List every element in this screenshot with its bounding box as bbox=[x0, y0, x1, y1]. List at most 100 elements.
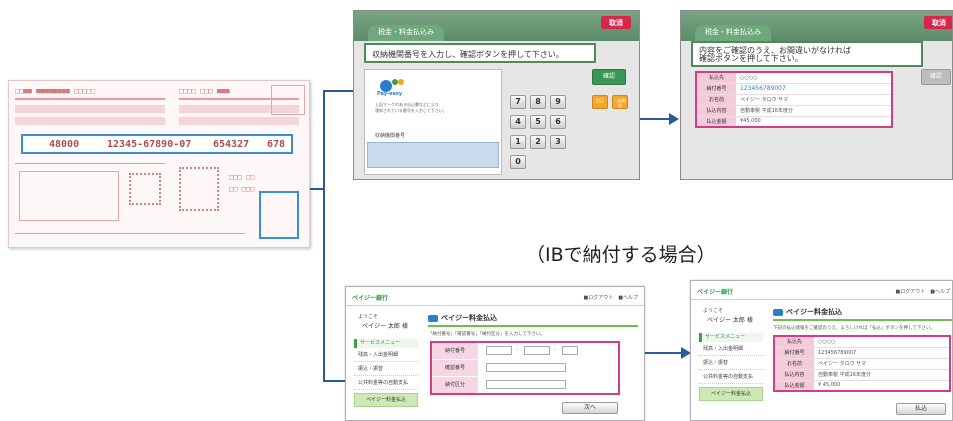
menu-item-auto-pay[interactable]: 公共料金等の自動支払 bbox=[699, 371, 763, 384]
slip-rule bbox=[179, 98, 299, 100]
menu-item-auto-pay[interactable]: 公共料金等の自動支払 bbox=[354, 377, 418, 390]
menu-item-payeasy[interactable]: ペイジー料金払込 bbox=[354, 393, 418, 407]
atm-info-line: 通知されている番号を入力して下さい。 bbox=[375, 108, 447, 113]
page-title-text: ペイジー料金払込 bbox=[441, 314, 497, 322]
row-label: お名前 bbox=[696, 94, 736, 106]
connector-line bbox=[642, 352, 682, 354]
slip-header-text-right: □□□□ □□□ ■■■ bbox=[179, 87, 230, 95]
keypad-3[interactable]: 3 bbox=[550, 135, 566, 149]
clear-all-button[interactable]: 一括取消 bbox=[612, 95, 628, 109]
slip-field-row bbox=[179, 105, 299, 113]
keypad-0[interactable]: 0 bbox=[510, 155, 526, 169]
keypad-5[interactable]: 5 bbox=[530, 115, 546, 129]
row-label: 払込内容 bbox=[774, 369, 814, 381]
field-label: 収納機関番号 bbox=[375, 133, 406, 139]
next-button[interactable]: 次へ bbox=[562, 402, 618, 414]
keypad-2[interactable]: 2 bbox=[530, 135, 546, 149]
slip-code: 12345-67890-07 bbox=[107, 139, 192, 150]
row-value: 123456789007 bbox=[814, 347, 950, 359]
atm-info-line: 上記マークのある払込書などにより bbox=[375, 102, 439, 107]
payeasy-icon bbox=[428, 314, 438, 322]
slip-rule bbox=[15, 233, 245, 234]
page-title-text: ペイジー料金払込 bbox=[786, 308, 842, 316]
menu-item-transfer[interactable]: 振込・振替 bbox=[354, 363, 418, 376]
user-name: ペイジー 太郎 様 bbox=[707, 317, 753, 324]
row-value: ¥45,000 bbox=[736, 116, 892, 128]
connector-line bbox=[323, 380, 353, 382]
slip-rule bbox=[15, 163, 165, 164]
row-label: 払込金額 bbox=[774, 380, 814, 392]
keypad-8[interactable]: 8 bbox=[530, 95, 546, 109]
confirm-button[interactable]: 確認 bbox=[592, 69, 626, 85]
table-row: 払込内容自動車税 平成16年度分 bbox=[696, 105, 892, 117]
atm-screen-input: 税金・料金払込み 取消 収納機関番号を入力し、確認ボタンを押して下さい。 Pay… bbox=[353, 10, 640, 180]
slip-receipt-box bbox=[259, 191, 299, 239]
keypad-4[interactable]: 4 bbox=[510, 115, 526, 129]
slip-number-band: 48000 12345-67890-07 654327 678 bbox=[21, 134, 293, 154]
keypad-6[interactable]: 6 bbox=[550, 115, 566, 129]
welcome-text: ようこそ bbox=[703, 308, 724, 314]
table-row: お名前ペイジー タロウ サマ bbox=[696, 94, 892, 106]
service-menu-heading: サービスメニュー bbox=[354, 339, 418, 348]
slip-amount: 48000 bbox=[49, 139, 80, 150]
connector-line bbox=[310, 188, 324, 190]
slip-field-row bbox=[15, 117, 165, 125]
logout-help-links[interactable]: ■ログアウト ■ヘルプ bbox=[583, 295, 638, 301]
slip-number: 654327 bbox=[213, 139, 250, 150]
connector-line bbox=[640, 118, 670, 120]
cancel-button[interactable]: 取消 bbox=[924, 16, 952, 29]
slip-text-block: □□□ □□ bbox=[229, 173, 255, 181]
atm-instruction-line: 確認ボタンを押して下さい。 bbox=[699, 54, 803, 63]
slip-rule bbox=[15, 98, 165, 100]
payment-number-input-2[interactable] bbox=[524, 346, 550, 355]
atm-info-panel: Pay-easy 上記マークのある払込書などにより 通知されている番号を入力して… bbox=[364, 69, 502, 175]
atm-instruction-line: 内容をご確認のうえ、お間違いがなければ bbox=[699, 46, 851, 55]
correct-button[interactable]: 訂正 bbox=[592, 95, 608, 109]
logout-help-links[interactable]: ■ログアウト ■ヘルプ bbox=[895, 289, 950, 295]
keypad-1[interactable]: 1 bbox=[510, 135, 526, 149]
confirmation-number-input[interactable] bbox=[486, 363, 566, 372]
atm-screen-confirm: 税金・料金払込み 取消 内容をご確認のうえ、お間違いがなければ 確認ボタンを押し… bbox=[680, 10, 953, 180]
slip-address-box bbox=[19, 171, 119, 221]
agency-number-field[interactable] bbox=[367, 142, 499, 168]
row-label: 払込先 bbox=[774, 336, 814, 348]
slip-field-row bbox=[179, 117, 299, 125]
row-label: 払込内容 bbox=[696, 105, 736, 117]
row-label: 納付番号 bbox=[774, 347, 814, 359]
field-label: 納付区分 bbox=[432, 377, 478, 393]
user-name: ペイジー 太郎 様 bbox=[362, 323, 408, 330]
atm-tab: 税金・料金払込み bbox=[368, 25, 444, 41]
payment-number-input-1[interactable] bbox=[486, 346, 512, 355]
payment-category-input[interactable] bbox=[486, 380, 566, 389]
payeasy-icon bbox=[773, 308, 783, 316]
menu-item-transfer[interactable]: 振込・振替 bbox=[699, 357, 763, 370]
cancel-button[interactable]: 取消 bbox=[601, 16, 631, 29]
field-label: 確認番号 bbox=[432, 360, 478, 376]
menu-item-payeasy[interactable]: ペイジー料金払込 bbox=[699, 387, 763, 401]
table-row: 払込先○○○○ bbox=[774, 336, 950, 348]
pay-easy-logo-icon bbox=[380, 79, 412, 98]
arrow-right-icon bbox=[669, 113, 679, 125]
payment-number-input-3[interactable] bbox=[562, 346, 578, 355]
connector-line bbox=[323, 90, 353, 92]
pay-button[interactable]: 払込 bbox=[896, 403, 946, 415]
slip-field-row bbox=[15, 105, 165, 113]
slip-header-text: □□■■ ■■■■■■■■ □□□□□ bbox=[15, 87, 96, 95]
confirm-button[interactable]: 確認 bbox=[921, 69, 951, 85]
page-title: ペイジー料金払込 bbox=[773, 307, 842, 317]
menu-item-balance[interactable]: 残高・入出金明細 bbox=[699, 343, 763, 356]
row-label: 払込金額 bbox=[696, 116, 736, 128]
keypad-7[interactable]: 7 bbox=[510, 95, 526, 109]
row-value: 123456789007 bbox=[736, 83, 892, 95]
row-value: 自動車税 平成16年度分 bbox=[736, 105, 892, 117]
keypad-9[interactable]: 9 bbox=[550, 95, 566, 109]
menu-item-balance[interactable]: 残高・入出金明細 bbox=[354, 349, 418, 362]
service-menu-heading: サービスメニュー bbox=[699, 333, 763, 342]
page-description: 「納付番号」「確認番号」「納付区分」を入力して下さい。 bbox=[428, 332, 545, 337]
table-row: お名前ペイジー タロウ サマ bbox=[774, 358, 950, 370]
payment-input-form: 納付番号 確認番号 納付区分 - - bbox=[430, 341, 620, 395]
title-underline bbox=[773, 319, 952, 321]
row-value: ○○○○ bbox=[736, 72, 892, 84]
